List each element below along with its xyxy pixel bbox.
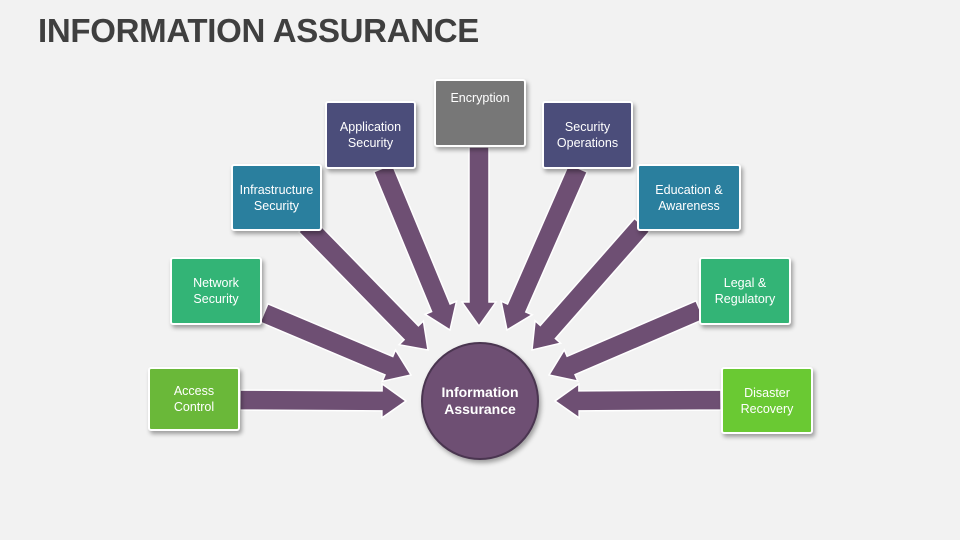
slide-title: INFORMATION ASSURANCE — [38, 12, 480, 49]
node-label-line2: Operations — [556, 136, 619, 150]
node-label-line1: Education & — [655, 182, 723, 197]
node-label-line1: Network — [193, 276, 239, 290]
node-network-security: Network Security — [170, 257, 262, 325]
arrow-education-awareness — [531, 217, 651, 351]
node-label-line1: Security — [564, 120, 611, 134]
node-disaster-recovery: Disaster Recovery — [721, 367, 813, 434]
arrow-disaster-recovery — [553, 382, 722, 420]
node-label-line1: Legal & — [723, 276, 767, 290]
node-security-operations: Security Operations — [542, 101, 633, 169]
node-label-line2: Awareness — [658, 198, 720, 213]
node-label-line2: Security — [193, 292, 239, 306]
node-label-line1: Disaster — [744, 385, 790, 400]
node-label-line2: Security — [253, 198, 300, 213]
node-application-security: Application Security — [325, 101, 416, 169]
arrow-security-operations — [500, 163, 589, 332]
node-legal-regulatory: Legal & Regulatory — [699, 257, 791, 325]
arrow-encryption — [460, 146, 498, 328]
node-access-control: Access Control — [148, 367, 240, 431]
arrow-application-security — [372, 163, 458, 332]
node-label-line1: Infrastructure — [239, 182, 314, 197]
node-encryption: Encryption — [434, 79, 526, 147]
arrow-infrastructure-security — [297, 216, 429, 351]
arrow-legal-regulatory — [547, 299, 705, 383]
node-education-awareness: Education & Awareness — [637, 164, 741, 231]
hub-label-line1: Information — [441, 384, 519, 400]
node-infrastructure-security: Infrastructure Security — [231, 164, 322, 231]
hub-information-assurance: Information Assurance — [421, 342, 539, 460]
node-label-line2: Regulatory — [714, 292, 776, 306]
node-label-line1: Application — [339, 120, 402, 134]
node-label-line1: Access Control — [173, 384, 215, 414]
node-label-line1: Encryption — [450, 91, 510, 105]
node-label-line2: Security — [347, 136, 394, 150]
node-label-line2: Recovery — [740, 401, 794, 416]
arrow-access-control — [239, 382, 408, 420]
arrow-network-security — [259, 302, 413, 383]
hub-label-line2: Assurance — [444, 401, 516, 417]
